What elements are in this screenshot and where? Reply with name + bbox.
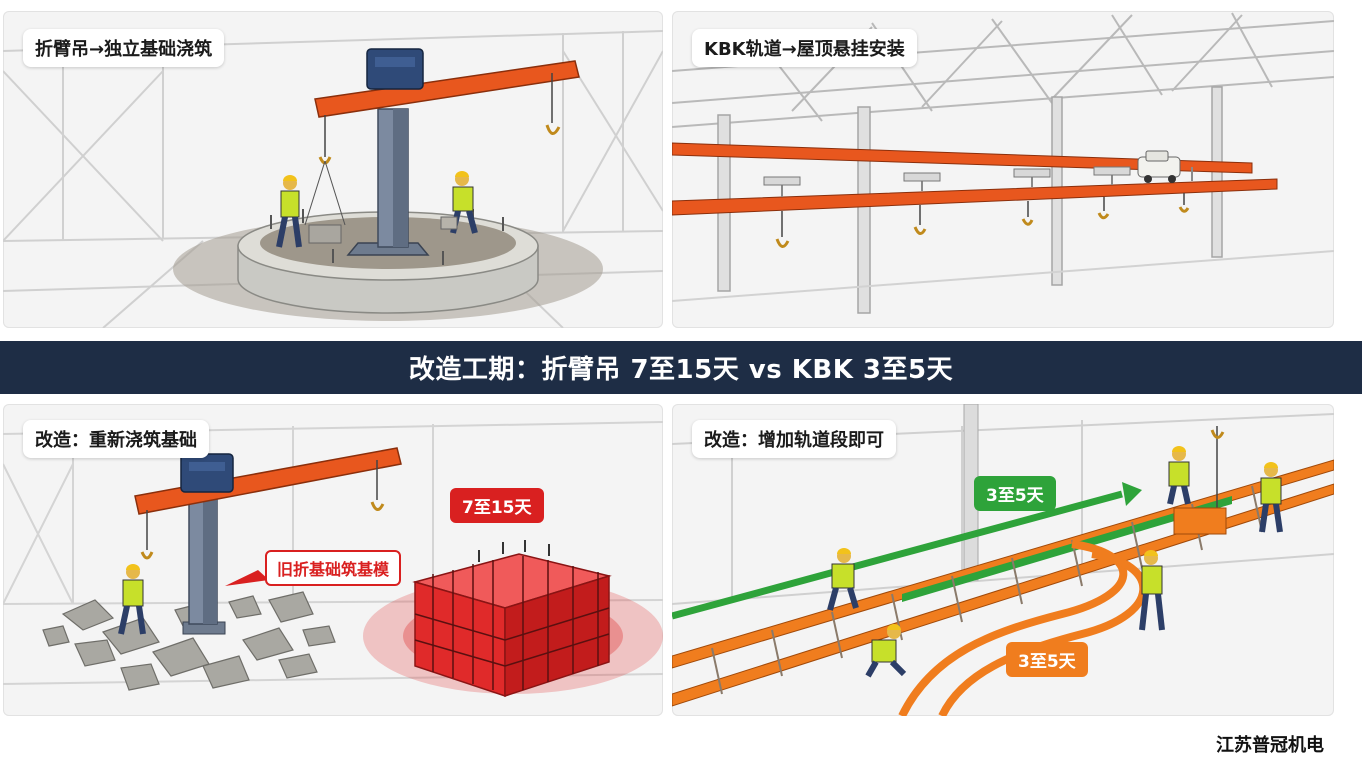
formwork-rebar-box <box>412 540 612 698</box>
duration-tag-kbk-main: 3至5天 <box>974 476 1056 511</box>
worker-figure <box>440 171 478 234</box>
panel-caption: KBK轨道→屋顶悬挂安装 <box>692 29 917 67</box>
panel-kbk-ceiling-install: KBK轨道→屋顶悬挂安装 <box>672 11 1334 328</box>
duration-comparison-banner: 改造工期：折臂吊 7至15天 vs KBK 3至5天 <box>0 341 1362 394</box>
duration-tag-kbk-branch: 3至5天 <box>1006 642 1088 677</box>
duration-tag-jib: 7至15天 <box>450 488 544 523</box>
banner-text: 改造工期：折臂吊 7至15天 vs KBK 3至5天 <box>408 355 954 385</box>
worker-figure <box>827 548 859 611</box>
worker-figure <box>276 175 302 248</box>
panel-kbk-track-extension: 改造：增加轨道段即可 3至5天 3至5天 <box>672 404 1334 716</box>
brand-name: 江苏普冠机电 <box>1216 735 1324 756</box>
worker-figure <box>1167 446 1191 505</box>
worker-figure <box>865 624 907 678</box>
panel-jib-crane-rework: 改造：重新浇筑基础 旧折基础筑基模 7至15天 <box>3 404 663 716</box>
old-foundation-callout: 旧折基础筑基模 <box>265 550 402 586</box>
panel-caption: 改造：增加轨道段即可 <box>692 420 896 458</box>
panel-jib-crane-foundation: 折臂吊→独立基础浇筑 <box>3 11 663 328</box>
jib-crane-foundation-illustration <box>3 30 663 328</box>
kbk-track-extension-illustration <box>672 404 1334 716</box>
kbk-track-illustration <box>672 12 1334 314</box>
worker-figure <box>1139 550 1165 631</box>
rubble-pile <box>42 591 336 691</box>
worker-figure <box>1259 462 1283 533</box>
worker-figure <box>118 564 146 635</box>
panel-caption: 折臂吊→独立基础浇筑 <box>23 29 225 67</box>
jib-crane-rework-illustration <box>3 421 663 698</box>
service-vehicle <box>1137 150 1181 183</box>
panel-caption: 改造：重新浇筑基础 <box>23 420 209 458</box>
